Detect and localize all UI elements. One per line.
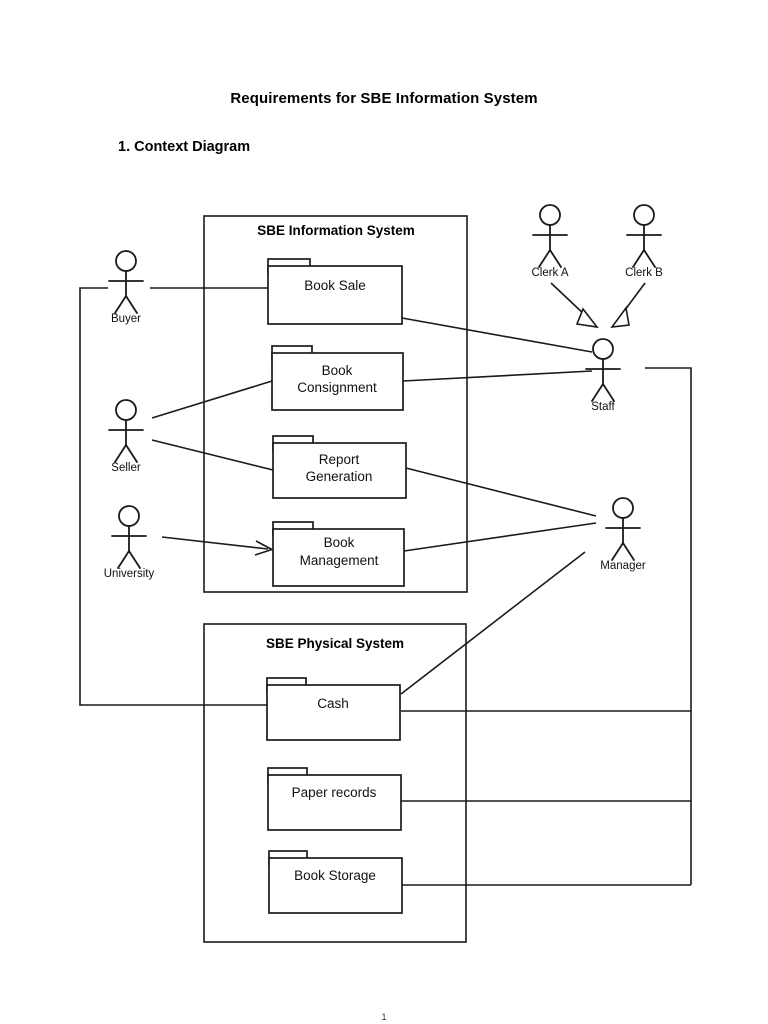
generalization-clerk-b-staff [610,282,646,329]
actor-label-buyer: Buyer [111,313,141,325]
open-arrow-head-icon [254,540,275,556]
boundary-sbe-physical-system: SBE Physical System [203,623,467,943]
generalization-clerk-a-staff [550,282,599,329]
boundary-label-sbe-physical: SBE Physical System [266,636,404,651]
actor-seller[interactable]: Seller [108,399,144,474]
boundary-label-sbe-info: SBE Information System [257,223,415,238]
section-heading: 1. Context Diagram [118,139,251,155]
actor-clerk-a[interactable]: Clerk A [531,204,569,279]
actor-university[interactable]: University [104,505,155,580]
actor-label-seller: Seller [111,462,141,474]
package-book-storage[interactable]: Book Storage [268,850,403,914]
assoc-buyer-cash [79,287,268,706]
package-label-report-generation-line2: Generation [306,469,373,484]
package-label-book-consignment-line2: Consignment [297,380,377,395]
page-title: Requirements for SBE Information System [230,90,538,107]
package-paper-records[interactable]: Paper records [267,767,402,831]
package-book-consignment[interactable]: Book Consignment [271,345,404,411]
actor-manager[interactable]: Manager [600,497,646,572]
actor-label-clerk-b: Clerk B [625,267,663,279]
assoc-book-sale-staff [401,317,593,353]
page-number: 1 [381,1012,387,1022]
assoc-seller-book-consignment [151,380,273,419]
package-label-report-generation-line1: Report [319,452,360,467]
assoc-university-book-management [161,536,269,550]
package-label-paper-records: Paper records [292,785,377,800]
assoc-report-generation-manager [405,467,597,517]
assoc-cash-manager [400,551,586,695]
package-book-management[interactable]: Book Management [272,521,405,587]
actor-buyer[interactable]: Buyer [108,250,144,325]
assoc-book-consignment-staff [402,370,593,382]
package-label-book-management-line1: Book [324,535,355,550]
actor-clerk-b[interactable]: Clerk B [625,204,663,279]
actor-label-clerk-a: Clerk A [531,267,568,279]
assoc-staff-right-rail [645,367,692,885]
actor-staff[interactable]: Staff [585,338,621,413]
package-cash[interactable]: Cash [266,677,401,741]
package-label-book-sale: Book Sale [304,278,366,293]
boundary-sbe-information-system: SBE Information System [203,215,468,593]
actor-label-manager: Manager [600,560,646,572]
package-label-book-consignment-line1: Book [322,363,353,378]
package-book-sale[interactable]: Book Sale [267,258,403,325]
actor-label-staff: Staff [591,401,615,413]
package-label-book-management-line2: Management [300,553,379,568]
package-label-book-storage: Book Storage [294,868,376,883]
assoc-seller-report-generation [151,439,274,471]
package-label-cash: Cash [317,696,349,711]
assoc-book-management-manager [403,522,597,552]
package-report-generation[interactable]: Report Generation [272,435,407,499]
actor-label-university: University [104,568,155,580]
